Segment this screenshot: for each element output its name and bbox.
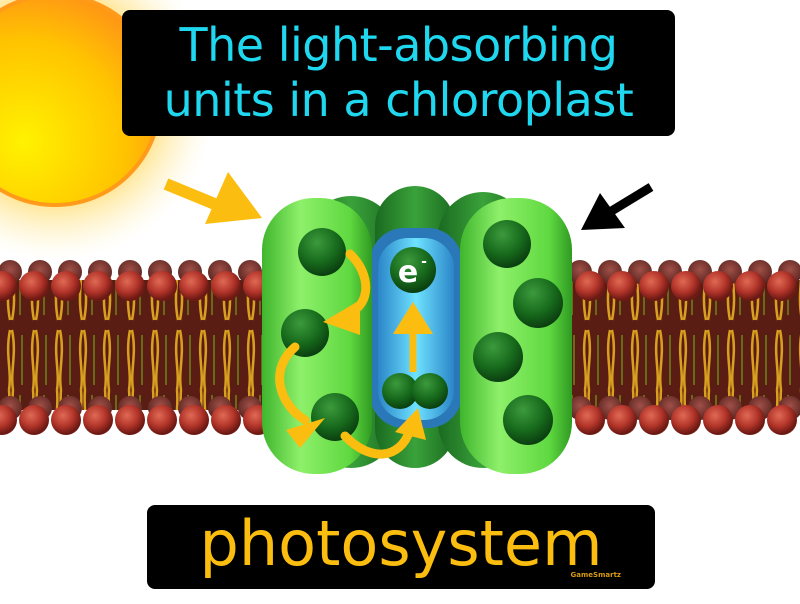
term-box: photosystem GameSmartz	[147, 505, 655, 589]
term-label: photosystem	[199, 507, 603, 580]
definition-box: The light-absorbing units in a chloropla…	[122, 10, 675, 136]
electron-charge: -	[421, 254, 427, 270]
definition-line-1: The light-absorbing	[179, 18, 618, 72]
photosystem-complex: e -	[262, 186, 572, 474]
electron-icon: e -	[390, 247, 436, 293]
brand-watermark: GameSmartz	[570, 571, 621, 579]
energy-arrow-heads	[286, 300, 426, 448]
light-arrow-icon	[163, 172, 262, 224]
electron-label: e	[398, 255, 418, 290]
definition-line-2: units in a chloroplast	[163, 73, 634, 127]
pointer-arrow-icon	[581, 183, 654, 230]
up-arrow-icon	[393, 302, 433, 372]
